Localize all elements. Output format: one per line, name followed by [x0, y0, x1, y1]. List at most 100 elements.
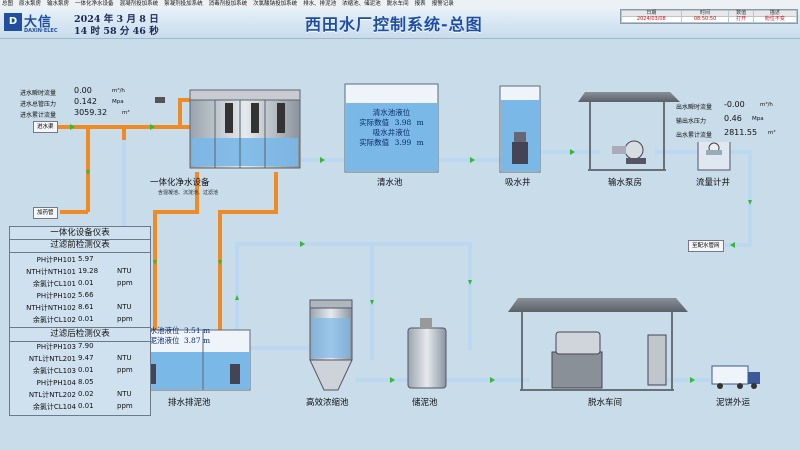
inlet-channel-button[interactable]: 进水渠: [33, 121, 58, 133]
dosing-pipe-button[interactable]: 加药管: [33, 207, 58, 219]
instrument-unit: NTU: [117, 390, 132, 398]
menu-item-purifier[interactable]: 一体化净水设备: [75, 1, 114, 7]
suction-well: [499, 85, 541, 173]
sludge-store-caption: 储泥池: [412, 398, 438, 408]
drain-level-unit: m: [202, 326, 211, 335]
instrument-value: 5.66: [78, 291, 94, 299]
drain-level-label: 排水池液位: [142, 326, 180, 335]
instrument-value: 9.47: [78, 354, 94, 362]
suction-level-unit: m: [416, 138, 424, 147]
clear-level-label: 清水池液位: [372, 108, 411, 117]
thickener-caption: 高效浓缩池: [306, 398, 349, 408]
dewatering-caption: 脱水车间: [588, 398, 623, 408]
instrument-unit: ppm: [117, 402, 133, 410]
inlet-flow-value: 0.00: [74, 86, 92, 95]
thickener: [309, 299, 353, 391]
drain-sludge-pool: [139, 329, 251, 391]
instrument-name: NTH计NTH102: [26, 304, 76, 312]
menu-item-flocculant[interactable]: 絮凝剂投加系统: [164, 1, 203, 7]
menu-item-dewatering[interactable]: 脱水车间: [386, 1, 409, 7]
logo-mark: D: [4, 13, 22, 31]
instrument-name: NTH计NTH101: [26, 268, 76, 276]
menu-item-drain-pool[interactable]: 排水、排泥池: [303, 1, 337, 7]
instrument-value: 0.01: [78, 402, 94, 410]
alarm-table[interactable]: 日期 时间 数值 描述 2024/03/08 08:50:50 打开 粉位不变: [620, 9, 798, 24]
panel-title-post: 过滤后检测仪表: [10, 327, 150, 342]
instrument-value: 8.61: [78, 303, 94, 311]
to-network-button[interactable]: 至配水管网: [688, 240, 724, 252]
instrument-value: 7.90: [78, 342, 94, 350]
panel-title-device: 一体化设备仪表: [10, 227, 150, 240]
page-title: 西田水厂控制系统-总图: [305, 15, 483, 34]
outlet-pressure-label: 输出水压力: [676, 118, 707, 125]
inlet-flow-unit: m³/h: [112, 88, 125, 94]
instrument-unit: NTU: [117, 267, 132, 275]
inlet-pressure-value: 0.142: [74, 97, 97, 106]
dewatering-house: [508, 298, 688, 391]
instrument-name: PH计PH104: [36, 379, 76, 387]
outlet-flow-label: 出水瞬时流量: [676, 104, 713, 111]
menu-item-raw-pump[interactable]: 原水泵房: [19, 1, 42, 7]
flow-arrows: [70, 124, 752, 383]
menu-item-coagulant[interactable]: 混凝剂投加系统: [119, 1, 159, 7]
inlet-pressure-unit: Mpa: [112, 99, 124, 105]
inlet-flow-label: 进水瞬时流量: [20, 90, 57, 97]
suction-level-value: 3.99: [394, 138, 412, 147]
outlet-pressure-value: 0.46: [724, 114, 742, 123]
logo-subtext: DAXIN·ELEC: [24, 28, 58, 34]
outlet-total-label: 出水累计流量: [676, 132, 713, 139]
outlet-flow-unit: m³/h: [760, 102, 773, 108]
purifier-caption: 一体化净水设备: [150, 178, 210, 188]
instrument-name: 余氯计CL102: [32, 316, 76, 324]
instrument-value: 0.02: [78, 390, 94, 398]
instrument-value: 0.01: [78, 279, 94, 287]
menu-item-hypochlorite[interactable]: 次氯酸钠投加系统: [253, 1, 298, 7]
instrument-name: 余氯计CL104: [32, 403, 76, 411]
instrument-name: NTL计NTL201: [28, 355, 76, 363]
alarm-cell: 打开: [728, 16, 754, 23]
inlet-total-label: 进水累计流量: [20, 112, 57, 119]
instrument-name: 余氯计CL103: [32, 367, 76, 375]
menu-item-transfer-pump[interactable]: 输水泵房: [47, 1, 70, 7]
menu-item-disinfectant[interactable]: 消毒剂投加系统: [208, 1, 248, 7]
instrument-value: 0.01: [78, 366, 94, 374]
inlet-total-unit: m³: [122, 110, 130, 116]
outlet-flow-value: -0.00: [724, 100, 745, 109]
panel-title-pre: 过滤前检测仪表: [10, 239, 150, 253]
instrument-value: 19.28: [78, 267, 99, 275]
instrument-name: NTL计NTL202: [28, 391, 76, 399]
alarm-cell: 2024/03/08: [621, 16, 682, 23]
suction-well-caption: 吸水井: [505, 178, 531, 188]
alarm-cell: 08:50:50: [680, 16, 730, 23]
sludge-level-unit: m: [202, 336, 211, 345]
clear-level-value: 3.98: [394, 118, 412, 127]
menu-item-thickener[interactable]: 浓缩池、储泥池: [342, 1, 381, 7]
alarm-cell: 粉位不变: [752, 16, 798, 23]
time-display: 14 时 58 分 46 秒: [74, 26, 159, 37]
clear-level-actual: 实际数值: [359, 118, 390, 127]
clear-water-tank: [344, 83, 439, 173]
instrument-unit: NTU: [117, 303, 132, 311]
clear-pool-caption: 清水池: [377, 178, 403, 188]
drain-level-value: 3.51: [183, 326, 201, 335]
instrument-value: 0.01: [78, 315, 94, 323]
instrument-value: 5.97: [78, 255, 94, 263]
menu-item-overview[interactable]: 总图: [2, 1, 14, 7]
menu-item-alarm-log[interactable]: 报警记录: [431, 1, 454, 7]
instrument-unit: NTU: [117, 354, 132, 362]
instrument-unit: ppm: [117, 315, 133, 323]
sludge-storage: [407, 318, 447, 389]
purifier-subcaption: 含混凝池、沉淀池、过滤池: [158, 190, 219, 196]
clear-level-unit: m: [416, 118, 424, 127]
instrument-name: PH计PH103: [36, 343, 76, 351]
menu-item-report[interactable]: 报表: [414, 1, 426, 7]
